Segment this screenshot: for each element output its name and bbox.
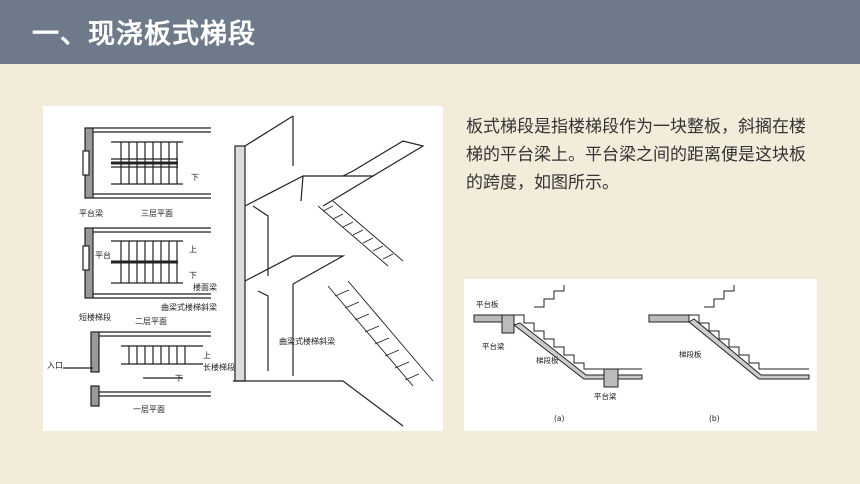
page-title: 一、现浇板式梯段	[32, 19, 256, 50]
stair-drawing: 平台梁 三层平面 平台 下 上 下 楼面梁 曲梁式楼梯斜梁 短楼梯段 二层平面 …	[47, 115, 434, 427]
label-short-flight: 短楼梯段	[79, 312, 111, 322]
slab-stair-section-figure: 平台板 平台梁 梯段板 平台梁 梯段板 (a) (b)	[464, 279, 817, 431]
label-entrance: 入口	[47, 361, 63, 370]
caption-b: (b)	[709, 414, 720, 423]
label-first-floor-plan: 一层平面	[133, 405, 165, 414]
label-second-floor-plan: 二层平面	[135, 317, 167, 326]
label-up-1: 上	[203, 351, 211, 360]
label-down-3: 下	[191, 173, 199, 182]
label-up-2: 上	[189, 245, 197, 254]
label-down-2: 下	[189, 271, 197, 280]
label-iso-curved-beam: 曲梁式楼梯斜梁	[279, 336, 335, 346]
label-third-floor-plan: 三层平面	[141, 209, 173, 218]
label-platform-slab: 平台板	[476, 299, 499, 309]
label-down-1: 下	[175, 374, 183, 383]
stair-plan-and-isometric-figure: 平台梁 三层平面 平台 下 上 下 楼面梁 曲梁式楼梯斜梁 短楼梯段 二层平面 …	[43, 106, 443, 431]
label-platform-beam-a: 平台梁	[482, 341, 505, 351]
label-long-flight: 长楼梯段	[203, 362, 235, 372]
caption-a: (a)	[554, 414, 565, 423]
section-drawing: 平台板 平台梁 梯段板 平台梁 梯段板 (a) (b)	[473, 285, 810, 423]
label-platform: 平台	[95, 250, 111, 260]
label-platform-beam-bottom: 平台梁	[594, 391, 617, 401]
header-bar: 一、现浇板式梯段	[0, 0, 860, 64]
label-platform-beam: 平台梁	[79, 208, 103, 218]
label-floor-beam: 楼面梁	[193, 282, 217, 292]
label-curved-beam: 曲梁式楼梯斜梁	[161, 302, 217, 312]
label-flight-slab-a: 梯段板	[536, 355, 559, 365]
label-flight-slab-b: 梯段板	[679, 349, 702, 359]
body-paragraph: 板式梯段是指楼梯段作为一块整板，斜搁在楼梯的平台梁上。平台梁之间的距离便是这块板…	[466, 117, 806, 193]
